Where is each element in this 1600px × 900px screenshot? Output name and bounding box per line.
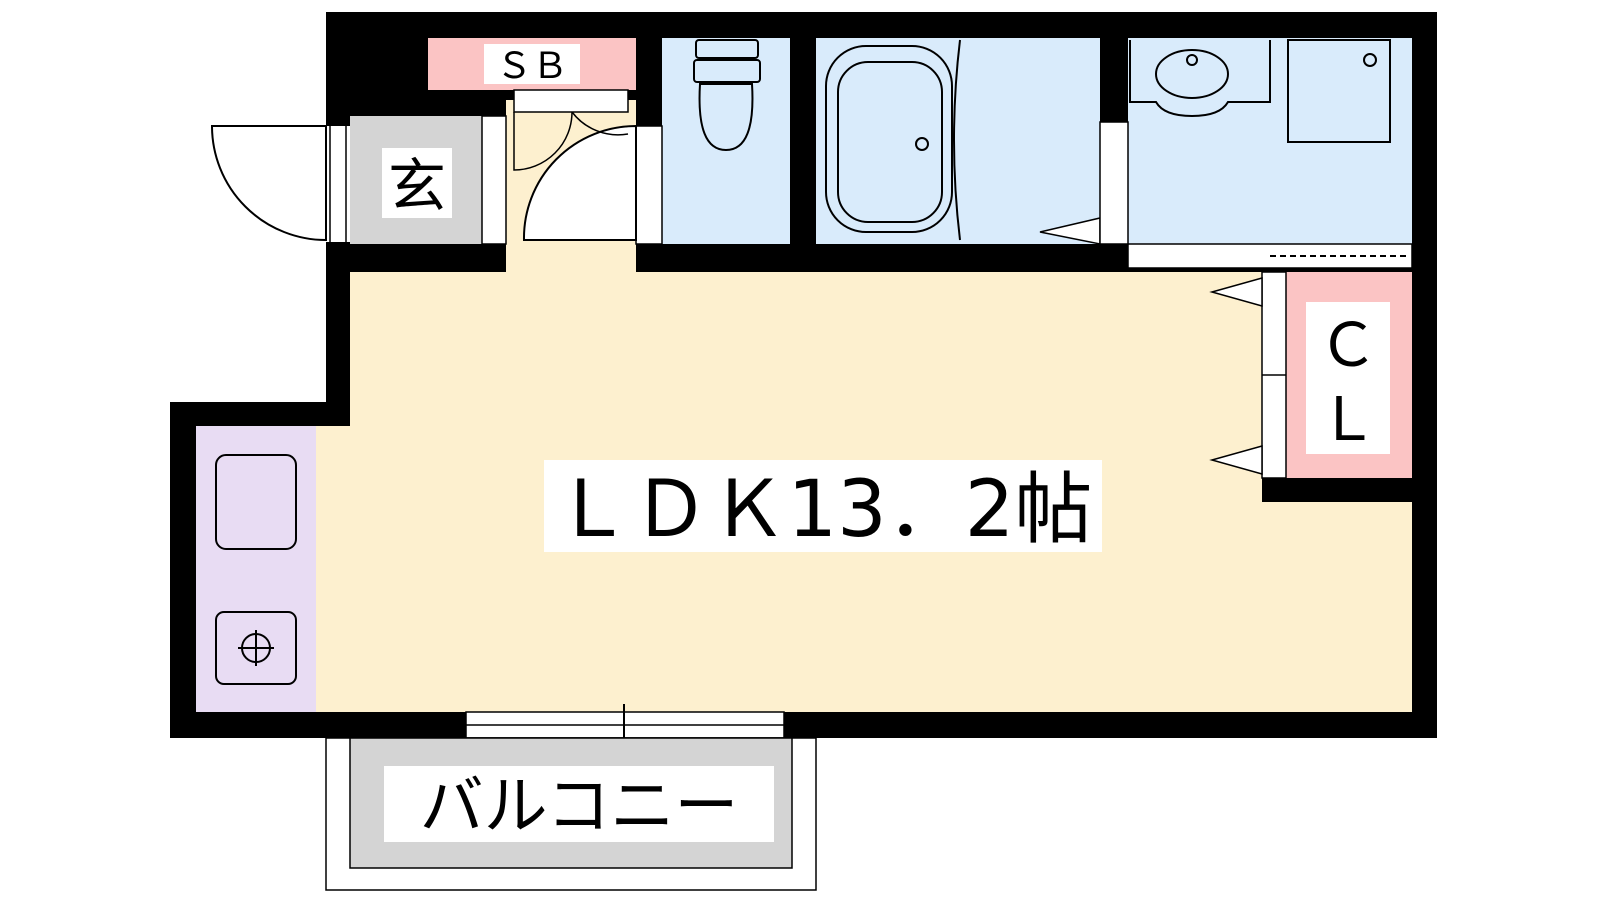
balcony-label: バルコニー <box>420 770 739 844</box>
closet-label-top: Ｃ <box>1318 311 1378 381</box>
kitchen-sink <box>215 454 297 550</box>
toilet-door-swing <box>522 124 637 241</box>
genkan-label: 玄 <box>388 152 446 220</box>
kitchen-area <box>196 426 316 712</box>
toilet-icon <box>693 39 761 152</box>
kitchen-stove <box>215 611 297 685</box>
closet-label-bottom: Ｌ <box>1318 385 1378 455</box>
entrance-door-swing <box>210 125 327 242</box>
closet-door-swing-top <box>1209 277 1263 307</box>
shoe-box-label: ＳＢ <box>496 46 568 87</box>
bath-folding-door <box>953 39 961 241</box>
shoe-box-door <box>513 111 573 171</box>
bathroom <box>816 38 1100 244</box>
bathtub-icon <box>825 45 953 233</box>
washing-machine-space <box>1287 39 1391 143</box>
toilet-room <box>662 38 790 244</box>
closet-door-swing-bottom <box>1209 445 1263 475</box>
ldk-label: ＬＤＫ13．2帖 <box>554 465 1093 555</box>
washbasin-icon <box>1129 40 1271 118</box>
